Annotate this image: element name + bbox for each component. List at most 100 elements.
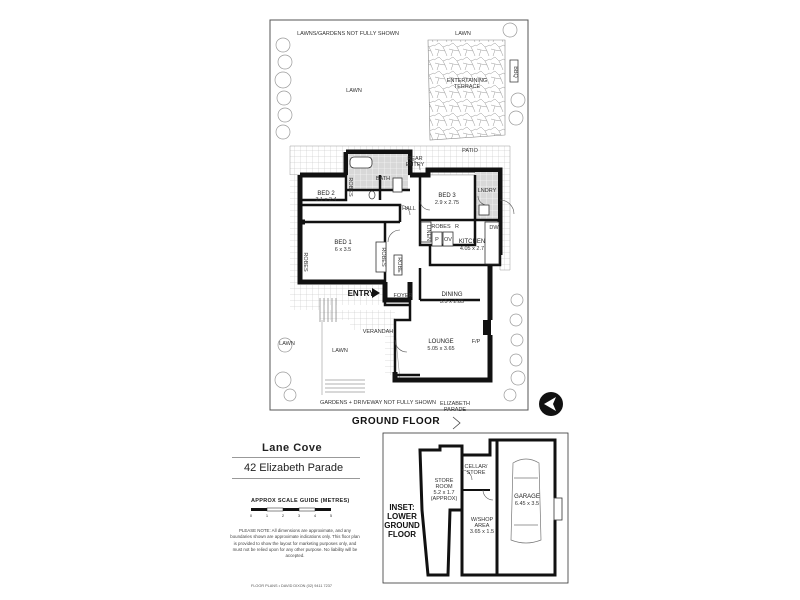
- bbq-label: BBQ: [512, 66, 518, 78]
- robes-bed1: [375, 241, 387, 273]
- garage-dims: 6.45 x 3.5: [515, 501, 539, 507]
- dining-dims: 3.5 x 2.85: [440, 299, 464, 305]
- front-paving: [290, 285, 385, 310]
- workshop-dims: 3.65 x 1.5: [470, 529, 494, 535]
- street-label-1: ELIZABETH: [440, 401, 470, 407]
- store-room-walls: [418, 444, 464, 577]
- bed2-name: BED 2: [317, 191, 335, 197]
- terrace-label-1: ENTERTAINING: [447, 78, 487, 84]
- inset-frame: [382, 432, 569, 584]
- laundry-label: LNDRY: [478, 188, 497, 194]
- entry-label: ENTRY: [348, 289, 375, 298]
- lawn-label-front: LAWN: [332, 348, 348, 354]
- toilet: [368, 190, 376, 200]
- kitchen-bench: [484, 221, 500, 265]
- bed3-name: BED 3: [438, 193, 456, 199]
- store-dims: 5.2 x 1.7: [433, 490, 454, 496]
- bathtub: [349, 156, 373, 169]
- bbq-unit: [509, 59, 519, 83]
- scale-tick-5: 5: [330, 513, 333, 518]
- hall-label: HALL: [402, 206, 416, 212]
- garden-hedge-left: [274, 37, 297, 402]
- plan-credit: FLOOR PLANS • DAVID DIXON (02) 9411 7237: [251, 584, 332, 588]
- garage-door: [553, 497, 563, 521]
- inset-title-4: FLOOR: [388, 530, 416, 539]
- bath-label: BATH: [376, 176, 390, 182]
- linen-label: LINEN: [425, 225, 431, 241]
- lawns-note: LAWNS/GARDENS NOT FULLY SHOWN: [297, 31, 399, 37]
- scale-tick-4: 4: [314, 513, 317, 518]
- store-label-2: ROOM: [435, 484, 453, 490]
- lounge-name: LOUNGE: [428, 339, 453, 345]
- robes-label-bed1-west: ROBES: [302, 252, 308, 272]
- scale-tick-2: 2: [282, 513, 285, 518]
- oven: [442, 231, 454, 247]
- store-label-1: STORE: [435, 478, 454, 484]
- title-divider-2: [232, 478, 360, 479]
- inset-door-swing-2: [482, 489, 494, 501]
- suburb-title: Lane Cove: [262, 442, 323, 454]
- scale-title: APPROX SCALE GUIDE (METRES): [251, 498, 350, 504]
- foyer-label: FOYER: [394, 293, 413, 299]
- patio-label: PATIO: [462, 148, 478, 154]
- inset-title-2: LOWER: [387, 512, 417, 521]
- property-boundary: [269, 19, 529, 411]
- ground-floor-labels: LAWNS/GARDENS NOT FULLY SHOWN LAWN LAWN …: [279, 31, 518, 427]
- street-pointer-icon: [452, 416, 461, 430]
- terrace-label-2: TERRACE: [454, 84, 481, 90]
- title-divider-1: [232, 457, 360, 458]
- scale-bar: 0 1 2 3 4 5: [250, 507, 333, 518]
- rear-entry-label-1: REAR: [407, 156, 422, 162]
- scale-tick-1: 1: [266, 513, 269, 518]
- rear-entry-label-2: ENTRY: [406, 162, 425, 168]
- entry-arrow-icon: [372, 288, 380, 298]
- fireplace: [483, 320, 491, 335]
- verandah-paving: [320, 310, 395, 375]
- ground-floor-title: GROUND FLOOR: [352, 416, 440, 427]
- garage-walls: [497, 438, 557, 577]
- lawn-label-rear: LAWN: [346, 88, 362, 94]
- dishwasher-label: DW: [489, 225, 499, 231]
- robes-label-bed2: ROBES: [347, 177, 353, 197]
- north-arrow-icon: [539, 392, 563, 416]
- inset-panel: INSET: LOWER GROUND FLOOR STORE ROOM 5.2…: [382, 432, 569, 584]
- site-plan: [269, 19, 563, 430]
- entertaining-terrace: [427, 39, 506, 141]
- bed1-dims: 6 x 3.5: [335, 247, 352, 253]
- pantry-label: P: [435, 237, 439, 243]
- inset-door-swing: [461, 469, 473, 481]
- store-note: (APPROX): [431, 496, 458, 502]
- cellar-label-2: STORE: [467, 470, 486, 476]
- gardens-note: GARDENS + DRIVEWAY NOT FULLY SHOWN: [320, 400, 436, 406]
- lounge-dims: 5.05 x 3.65: [427, 346, 454, 352]
- cellar-label-1: CELLAR/: [465, 464, 488, 470]
- garden-hedge-right: [502, 22, 526, 402]
- vanity: [392, 177, 403, 193]
- fireplace-label: F/P: [472, 339, 481, 345]
- verandah-label: VERANDAH: [363, 329, 394, 335]
- disclaimer-note: PLEASE NOTE: All dimensions are approxim…: [230, 528, 360, 559]
- bed1-name: BED 1: [334, 240, 352, 246]
- robes-label-bed3: ROBES: [431, 224, 451, 230]
- car-icon: [510, 458, 542, 544]
- robes-label-bed1: ROBES: [380, 247, 386, 267]
- door-swings: [387, 159, 515, 353]
- scale-tick-0: 0: [250, 513, 253, 518]
- workshop-label-2: AREA: [475, 523, 490, 529]
- bed2-dims: 3.1 x 2.4: [315, 197, 336, 203]
- kitchen-name: KITCHEN: [459, 239, 485, 245]
- inset-title-3: GROUND: [384, 521, 420, 530]
- inset-title-1: INSET:: [389, 503, 414, 512]
- front-steps: [319, 298, 337, 322]
- back-lawn: [272, 40, 432, 146]
- lawn-label-front-left: LAWN: [279, 341, 295, 347]
- address-title: 42 Elizabeth Parade: [244, 462, 344, 474]
- garage-name: GARAGE: [514, 494, 540, 500]
- linen-cupboard: [420, 221, 432, 243]
- dining-name: DINING: [442, 292, 463, 298]
- scale-tick-3: 3: [298, 513, 301, 518]
- bed3-dims: 2.9 x 2.75: [435, 200, 459, 206]
- street-label-2: PARADE: [444, 407, 467, 413]
- robe-bed1: [393, 254, 403, 276]
